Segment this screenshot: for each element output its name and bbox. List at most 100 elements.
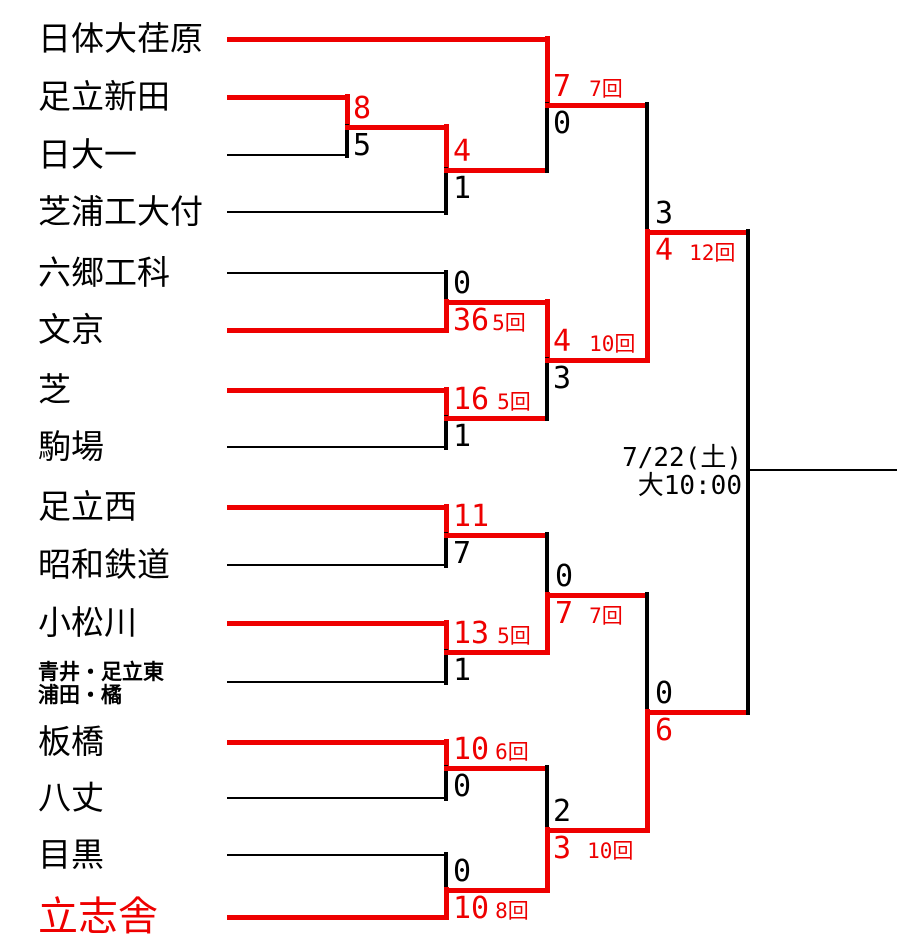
score-label: 2 bbox=[553, 797, 571, 827]
match-connector-bottom bbox=[443, 299, 449, 333]
team-line bbox=[227, 445, 446, 449]
score-label: 6 bbox=[655, 716, 673, 746]
winner-line bbox=[545, 102, 649, 108]
score-label: 11 bbox=[453, 502, 489, 532]
match-connector-top bbox=[444, 852, 448, 893]
match-connector-bottom bbox=[444, 167, 448, 215]
score-label: 0 bbox=[655, 679, 673, 709]
score-label: 5 bbox=[353, 131, 371, 161]
score-value: 7 bbox=[453, 536, 472, 571]
innings-label: 8回 bbox=[495, 899, 529, 923]
team-line bbox=[227, 563, 446, 567]
team-name-text: 芝 bbox=[38, 370, 71, 408]
match-connector-bottom bbox=[644, 709, 650, 833]
score-label: 1 bbox=[453, 422, 471, 452]
match-connector-bottom bbox=[444, 765, 448, 801]
score-value: 3 bbox=[553, 831, 572, 866]
score-label: 0 bbox=[453, 772, 471, 802]
winner-line bbox=[444, 765, 549, 771]
final-winner-line bbox=[748, 469, 897, 471]
score-value: 10 bbox=[453, 891, 490, 926]
match-connector-bottom bbox=[444, 415, 448, 450]
score-value: 4 bbox=[655, 233, 674, 268]
score-value: 1 bbox=[453, 419, 472, 454]
score-value: 6 bbox=[655, 713, 674, 748]
winner-line bbox=[444, 649, 549, 655]
score-label: 4 bbox=[453, 137, 471, 167]
final-schedule: 7/22(土) 大10:00 bbox=[560, 444, 742, 500]
team-name: 立志舎 bbox=[38, 895, 158, 939]
score-label: 0 bbox=[453, 857, 471, 887]
team-name: 文京 bbox=[38, 310, 104, 348]
score-label: 8 bbox=[353, 94, 371, 124]
match-connector-top bbox=[544, 36, 550, 108]
team-line bbox=[227, 680, 446, 684]
winner-line bbox=[545, 357, 649, 363]
team-name: 駒場 bbox=[38, 428, 104, 465]
team-name-text: 芝浦工大付 bbox=[38, 192, 203, 230]
team-name: 小松川 bbox=[38, 604, 137, 641]
score-label: 3 bbox=[655, 199, 673, 229]
team-line bbox=[227, 739, 446, 745]
team-line bbox=[227, 796, 446, 800]
team-name-text: 足立新田 bbox=[38, 77, 170, 115]
winner-line bbox=[444, 887, 549, 893]
score-value: 0 bbox=[453, 854, 472, 889]
score-value: 3 bbox=[655, 196, 674, 231]
team-name-text: 目黒 bbox=[38, 835, 104, 873]
match-connector-bottom bbox=[444, 532, 448, 568]
team-name: 日大一 bbox=[38, 135, 137, 173]
team-line bbox=[227, 153, 347, 157]
innings-label: 7回 bbox=[589, 77, 623, 101]
winner-line bbox=[545, 827, 649, 833]
match-connector-bottom bbox=[544, 827, 550, 893]
team-name-text: 日大一 bbox=[38, 135, 137, 173]
match-connector-top bbox=[645, 592, 649, 715]
score-value: 36 bbox=[453, 303, 490, 338]
score-label: 3 bbox=[553, 364, 571, 394]
team-name: 昭和鉄道 bbox=[38, 546, 170, 583]
score-value: 10 bbox=[453, 732, 490, 767]
team-line bbox=[227, 210, 446, 214]
innings-label: 5回 bbox=[497, 624, 531, 648]
match-connector-top bbox=[443, 739, 449, 771]
innings-label: 7回 bbox=[589, 604, 623, 628]
team-name-text: 文京 bbox=[38, 310, 104, 348]
match-connector-top bbox=[443, 387, 449, 421]
score-value: 1 bbox=[453, 171, 472, 206]
match-connector-bottom bbox=[544, 592, 550, 655]
team-name-text: 日体大荏原 bbox=[38, 19, 203, 57]
match-connector-top bbox=[544, 299, 550, 363]
match-connector-bottom bbox=[345, 124, 349, 158]
match-connector-top bbox=[443, 504, 449, 538]
match-connector-bottom bbox=[443, 887, 449, 920]
team-line bbox=[227, 327, 446, 333]
team-name: 八丈 bbox=[38, 779, 104, 816]
match-connector-top bbox=[545, 532, 549, 598]
match-connector-top bbox=[443, 620, 449, 655]
team-name: 板橋 bbox=[38, 723, 104, 760]
innings-label: 5回 bbox=[497, 390, 531, 414]
innings-label: 10回 bbox=[589, 332, 636, 356]
score-value: 1 bbox=[453, 653, 472, 688]
score-value: 5 bbox=[353, 128, 372, 163]
match-connector-top bbox=[444, 270, 448, 305]
winner-line bbox=[444, 167, 549, 173]
team-line bbox=[227, 94, 347, 100]
score-label: 1 bbox=[453, 656, 471, 686]
score-value: 0 bbox=[555, 559, 574, 594]
innings-label: 6回 bbox=[495, 740, 529, 764]
score-value: 7 bbox=[553, 69, 572, 104]
team-name: 目黒 bbox=[38, 835, 104, 873]
score-value: 0 bbox=[553, 106, 572, 141]
score-value: 4 bbox=[553, 324, 572, 359]
winner-line bbox=[444, 415, 549, 421]
innings-label: 5回 bbox=[492, 311, 526, 335]
score-value: 7 bbox=[555, 596, 574, 631]
